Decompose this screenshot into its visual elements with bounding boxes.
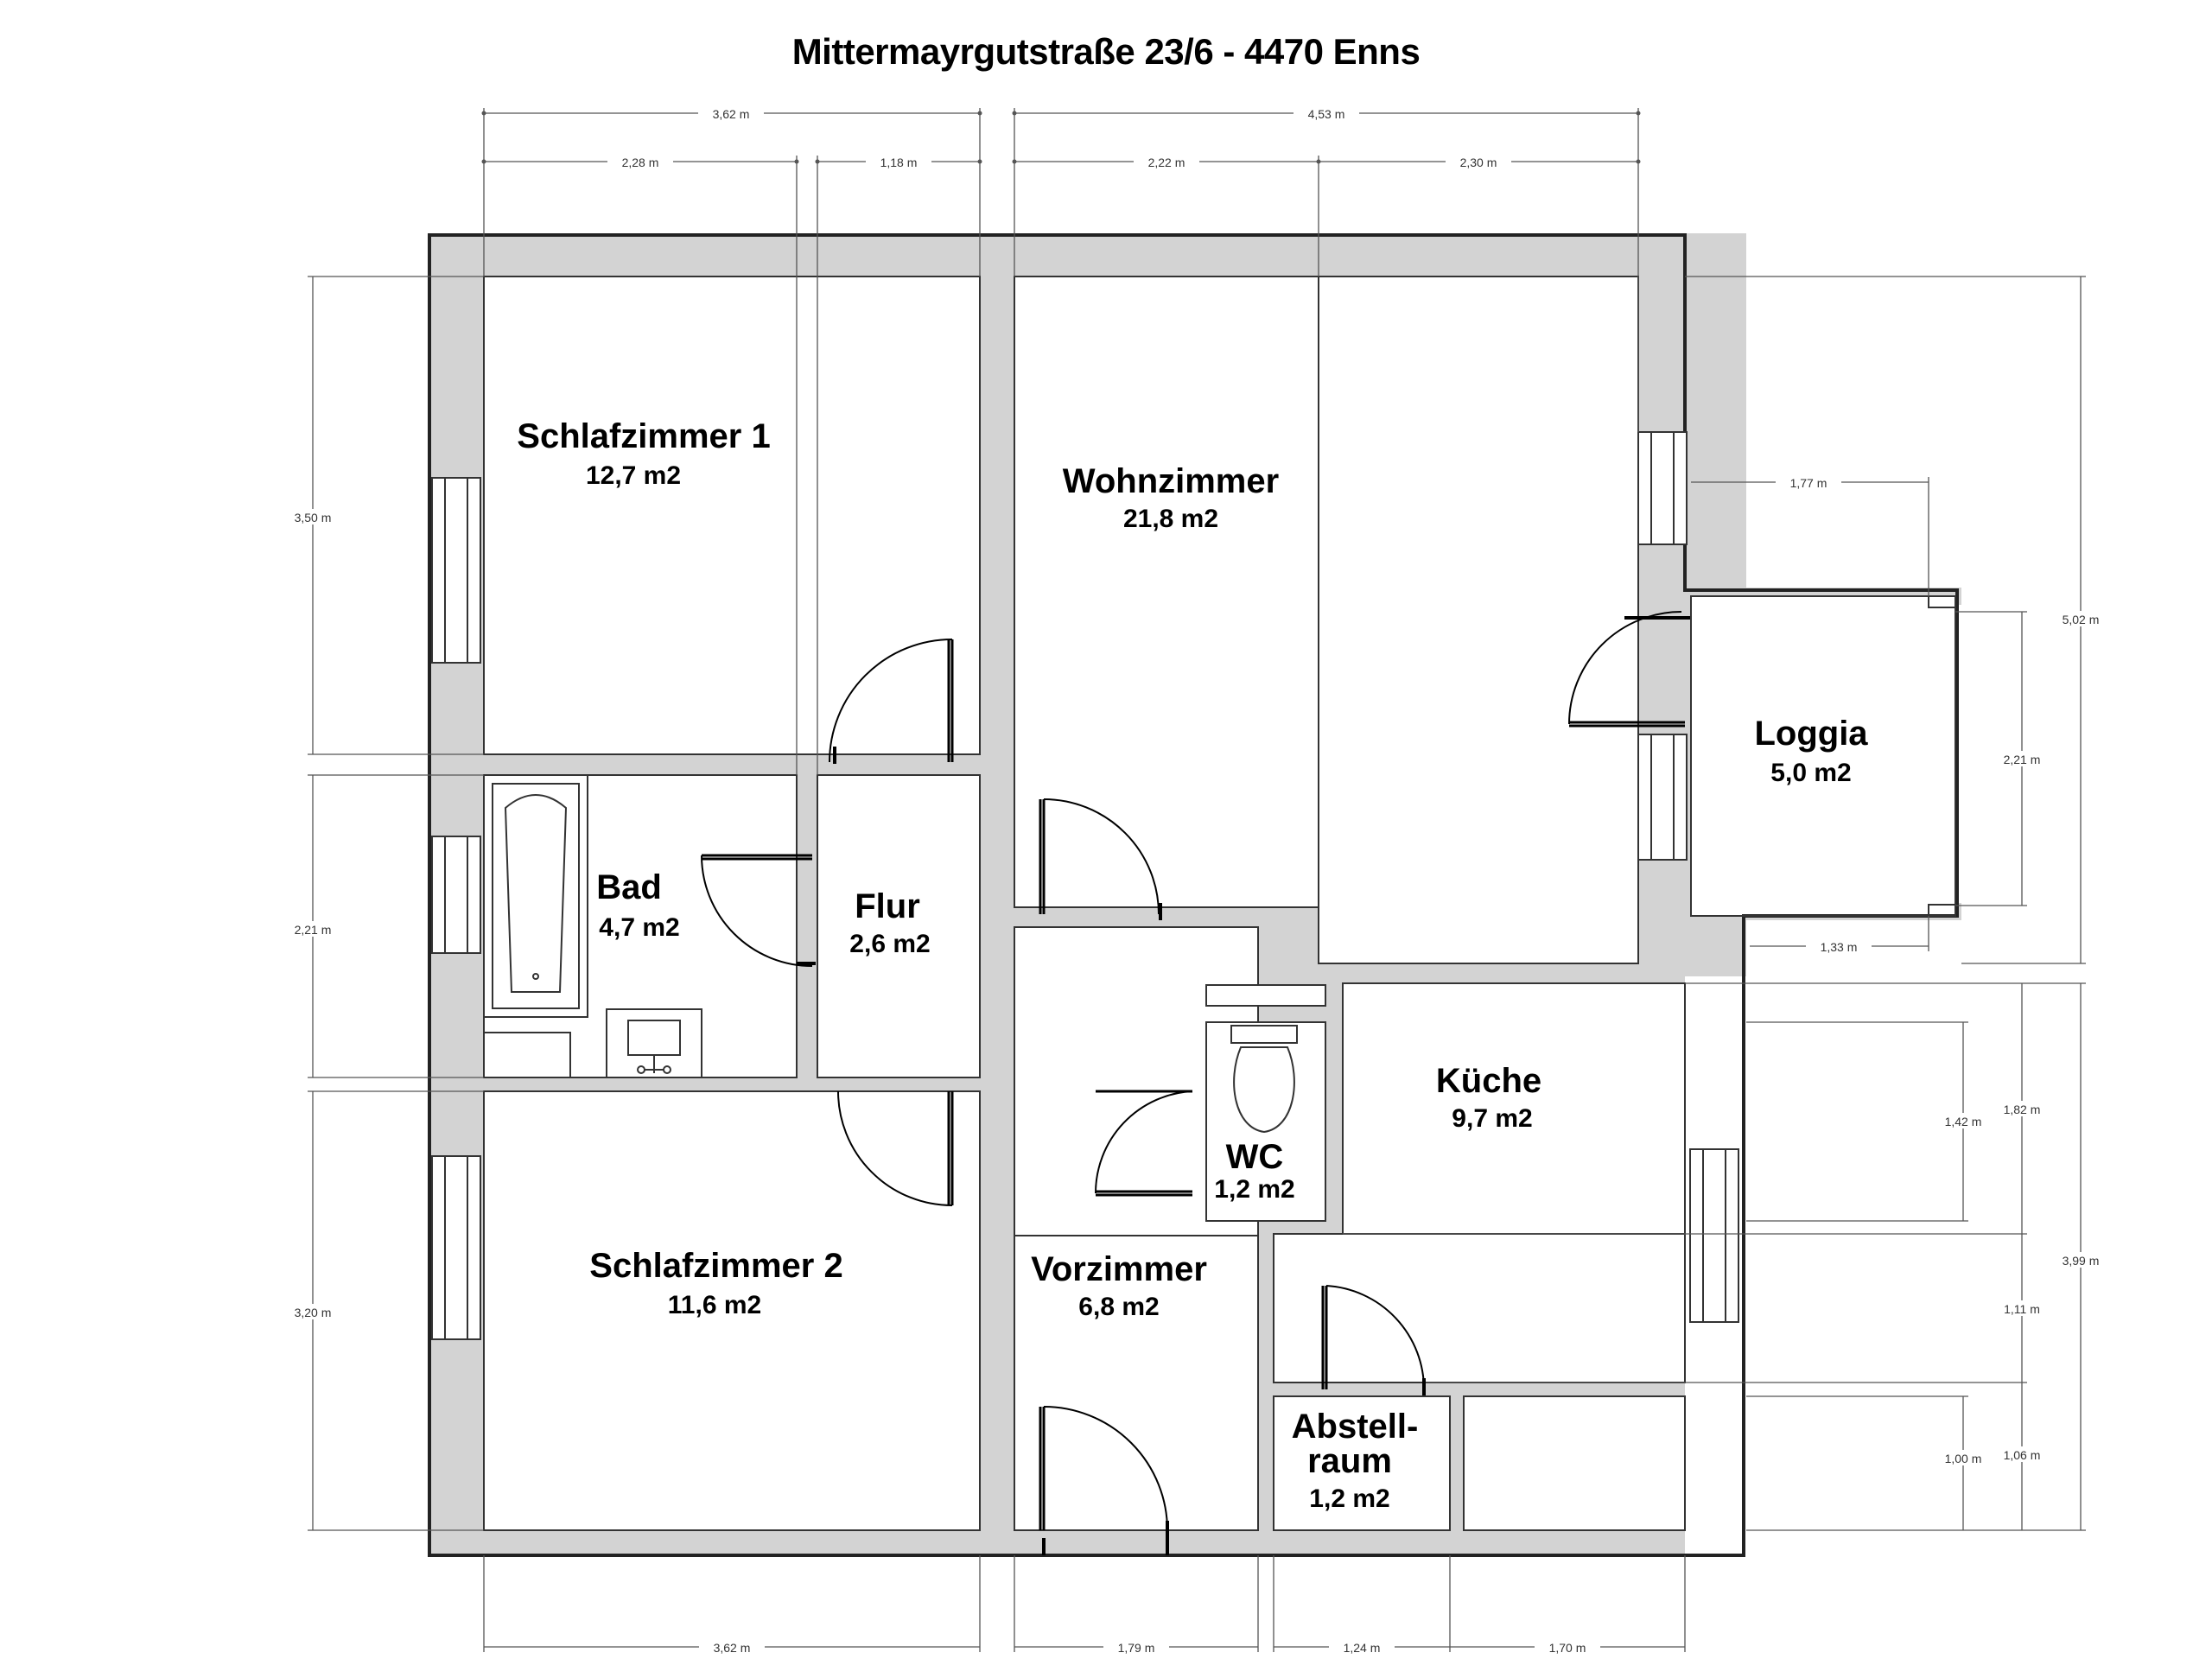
dim-right-182: 1,82 m bbox=[2004, 1103, 2041, 1116]
room-vorzimmer-lower bbox=[1014, 1235, 1259, 1531]
toilet bbox=[1230, 1025, 1298, 1134]
bathtub bbox=[483, 774, 588, 1018]
area-loggia: 5,0 m2 bbox=[1770, 759, 1851, 787]
dimension-ticks bbox=[481, 111, 1641, 164]
dim-top-118: 1,18 m bbox=[880, 156, 918, 169]
label-abstellraum-line1: Abstell- bbox=[1292, 1408, 1419, 1446]
dim-right-502: 5,02 m bbox=[2063, 613, 2100, 626]
door-schlafzimmer1 bbox=[829, 639, 954, 764]
dim-bottom-362: 3,62 m bbox=[714, 1641, 751, 1655]
dim-right-106: 1,06 m bbox=[2004, 1448, 2041, 1462]
dim-right-111: 1,11 m bbox=[2004, 1302, 2040, 1316]
area-abstellraum: 1,2 m2 bbox=[1309, 1484, 1389, 1513]
dim-top-230: 2,30 m bbox=[1460, 156, 1497, 169]
tub-step bbox=[483, 1032, 571, 1078]
doors bbox=[701, 611, 1690, 1555]
door-wohnzimmer bbox=[1039, 798, 1162, 920]
door-bad bbox=[701, 854, 816, 967]
dim-loggia-221: 2,21 m bbox=[2004, 753, 2041, 766]
dim-top-228: 2,28 m bbox=[622, 156, 659, 169]
room-kueche-lower bbox=[1273, 1233, 1686, 1383]
dim-loggia-133: 1,33 m bbox=[1821, 940, 1858, 954]
room-wohnzimmer-right bbox=[1318, 276, 1639, 964]
dim-right-399: 3,99 m bbox=[2063, 1254, 2100, 1268]
window-kueche bbox=[1689, 1148, 1739, 1323]
window-wohnzimmer bbox=[1637, 431, 1688, 545]
label-flur: Flur bbox=[855, 887, 920, 925]
room-labels: Schlafzimmer 1 12,7 m2 Wohnzimmer 21,8 m… bbox=[517, 417, 1868, 1513]
fixtures bbox=[483, 774, 1298, 1134]
dim-bottom-179: 1,79 m bbox=[1118, 1641, 1155, 1655]
dim-bottom-124: 1,24 m bbox=[1344, 1641, 1381, 1655]
dim-left-350: 3,50 m bbox=[295, 511, 332, 524]
room-kueche-corner bbox=[1463, 1395, 1686, 1531]
outer-walls bbox=[428, 233, 1959, 1557]
label-loggia: Loggia bbox=[1754, 715, 1868, 753]
door-abstellraum bbox=[1321, 1285, 1426, 1395]
area-flur: 2,6 m2 bbox=[849, 930, 930, 958]
windows bbox=[431, 431, 1739, 1340]
dim-left-320: 3,20 m bbox=[295, 1306, 332, 1319]
window-bad bbox=[431, 836, 481, 954]
label-schlafzimmer2: Schlafzimmer 2 bbox=[589, 1247, 842, 1285]
loggia-frame bbox=[1690, 595, 1956, 917]
label-kueche: Küche bbox=[1436, 1062, 1541, 1100]
area-wc: 1,2 m2 bbox=[1214, 1175, 1294, 1204]
door-entrance bbox=[1039, 1406, 1169, 1555]
window-loggia-lower bbox=[1637, 734, 1688, 861]
dim-top-right-total: 4,53 m bbox=[1308, 107, 1345, 121]
plan-title: Mittermayrgutstraße 23/6 - 4470 Enns bbox=[791, 31, 1421, 72]
area-vorzimmer: 6,8 m2 bbox=[1078, 1293, 1159, 1321]
room-wohnzimmer-left bbox=[1014, 276, 1319, 908]
door-loggia bbox=[1568, 611, 1690, 728]
dim-right-142: 1,42 m bbox=[1945, 1115, 1982, 1128]
room-loggia bbox=[1690, 595, 1956, 917]
area-bad: 4,7 m2 bbox=[599, 913, 679, 942]
door-wc bbox=[1094, 1090, 1193, 1197]
window-schlafzimmer1 bbox=[431, 477, 481, 664]
dim-loggia-177: 1,77 m bbox=[1790, 476, 1827, 490]
area-kueche: 9,7 m2 bbox=[1452, 1104, 1532, 1133]
area-wohnzimmer: 21,8 m2 bbox=[1123, 505, 1218, 533]
window-schlafzimmer2 bbox=[431, 1155, 481, 1340]
label-schlafzimmer1: Schlafzimmer 1 bbox=[517, 417, 770, 455]
dimension-labels: 3,62 m 4,53 m 2,28 m 1,18 m 2,22 m 2,30 … bbox=[280, 105, 2113, 1655]
label-abstellraum-line2: raum bbox=[1307, 1442, 1392, 1480]
dim-top-222: 2,22 m bbox=[1148, 156, 1185, 169]
room-schlafzimmer1 bbox=[483, 276, 981, 755]
dim-top-left-total: 3,62 m bbox=[713, 107, 750, 121]
label-wohnzimmer: Wohnzimmer bbox=[1063, 462, 1279, 500]
wc-shelf bbox=[1205, 984, 1326, 1007]
room-abstellraum bbox=[1273, 1395, 1451, 1531]
room-kueche bbox=[1342, 982, 1686, 1235]
room-flur bbox=[817, 774, 981, 1078]
sink bbox=[606, 1008, 702, 1078]
dim-right-100: 1,00 m bbox=[1945, 1452, 1982, 1465]
area-schlafzimmer2: 11,6 m2 bbox=[668, 1291, 761, 1319]
label-bad: Bad bbox=[596, 868, 662, 906]
area-schlafzimmer1: 12,7 m2 bbox=[586, 461, 681, 490]
label-vorzimmer: Vorzimmer bbox=[1031, 1250, 1207, 1288]
dim-bottom-170: 1,70 m bbox=[1549, 1641, 1586, 1655]
door-schlafzimmer2 bbox=[837, 1090, 954, 1206]
label-wc: WC bbox=[1226, 1138, 1284, 1176]
room-schlafzimmer2 bbox=[483, 1090, 981, 1531]
dim-left-221: 2,21 m bbox=[295, 923, 332, 937]
